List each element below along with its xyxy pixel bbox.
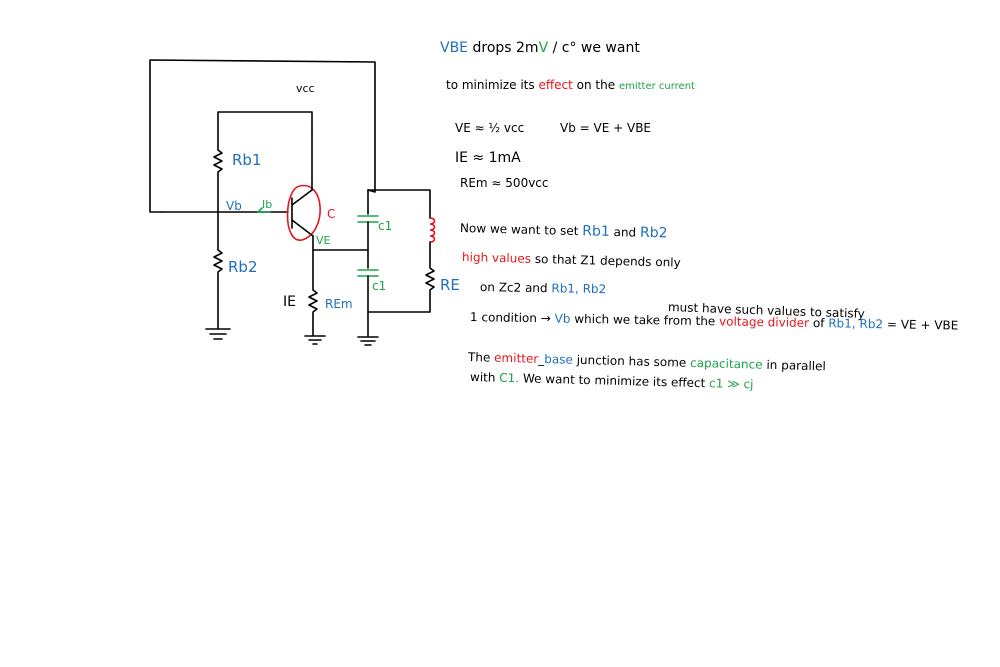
effect-text: effect — [538, 78, 573, 92]
eq-vb: Vb = VE + VBE — [560, 121, 652, 135]
note-set-a: Now we want to set — [459, 221, 579, 239]
emitter-text: emitter — [493, 350, 539, 366]
inductor-symbol — [429, 217, 436, 243]
rb2-label: Rb2 — [228, 258, 258, 276]
ie-label: IE — [283, 294, 296, 310]
note-cond-a: 1 condition → — [469, 310, 551, 326]
ground-symbol-rb2 — [205, 328, 231, 340]
voltage-divider-text: voltage divider — [718, 314, 810, 330]
tank-top-wire — [367, 189, 431, 219]
vbe-text: VBE — [440, 40, 469, 56]
note-on-a: on Zc2 and — [479, 280, 548, 296]
emitter-current-text: emitter current — [618, 81, 695, 92]
high-values-text: high values — [461, 250, 532, 266]
note-line2: to minimize its effect on the emitter cu… — [446, 78, 695, 92]
rb2-resistor — [213, 211, 223, 329]
rb1-resistor — [213, 149, 223, 213]
set-rb1: Rb1 — [582, 223, 610, 240]
set-rb2: Rb2 — [639, 224, 668, 242]
note-line1-v: V — [538, 40, 549, 56]
note-with-a: with — [469, 370, 496, 385]
note-line1: VBE drops 2mV / c° we want — [440, 40, 640, 56]
note-junction-b: junction has some — [576, 352, 687, 370]
note-line1-b: / c° we want — [552, 40, 640, 56]
c1-top-label: c1 — [378, 219, 392, 233]
vcc-label: vcc — [296, 82, 315, 95]
re-label: RE — [440, 276, 460, 294]
note-cond-of: of — [812, 315, 825, 331]
ground-symbol-rem — [304, 335, 326, 345]
note-on: on Zc2 and Rb1, Rb2 — [480, 280, 606, 296]
note-junction-c: in parallel — [766, 357, 826, 374]
with-c1-text: C1. — [499, 370, 520, 386]
c1-bottom-label: c1 — [372, 279, 386, 293]
rem-label: REm — [325, 297, 353, 311]
note-set-and: and — [613, 225, 637, 240]
ib-arrow — [257, 207, 271, 213]
rem-resistor — [308, 249, 318, 336]
transistor-symbol — [286, 184, 321, 241]
ve-label: VE — [316, 234, 331, 247]
on-rb-text: Rb1, Rb2 — [551, 281, 607, 297]
vb-label: Vb — [226, 199, 242, 213]
note-line1-a: drops 2m — [472, 40, 539, 56]
rb1-label: Rb1 — [232, 151, 262, 169]
cond-rb-text: Rb1, Rb2 — [828, 316, 884, 332]
note-line2-a: to minimize its — [446, 78, 535, 92]
capacitance-text: capacitance — [689, 355, 763, 372]
eq-ve: VE ≈ ½ vcc — [455, 121, 525, 135]
feedback-wire — [149, 59, 376, 213]
note-line2-b: on the — [576, 78, 616, 92]
ib-label: Ib — [262, 198, 272, 211]
base-text: base — [544, 351, 574, 367]
collector-label: C — [327, 207, 335, 221]
eq-ie: IE ≈ 1mA — [455, 150, 521, 166]
cond-vb: Vb — [554, 311, 571, 326]
note-cond-b: which we take from the — [574, 311, 716, 329]
eq-rem: REm ≈ 500vcc — [460, 176, 549, 190]
re-resistor — [367, 241, 435, 313]
c1-cj-text: c1 ≫ cj — [708, 376, 754, 392]
note-cond-eq: = VE + VBE — [886, 317, 959, 333]
vcc-rail-wire — [217, 111, 313, 151]
ground-symbol-c1 — [357, 336, 379, 346]
note-junction-a: The — [467, 350, 491, 365]
